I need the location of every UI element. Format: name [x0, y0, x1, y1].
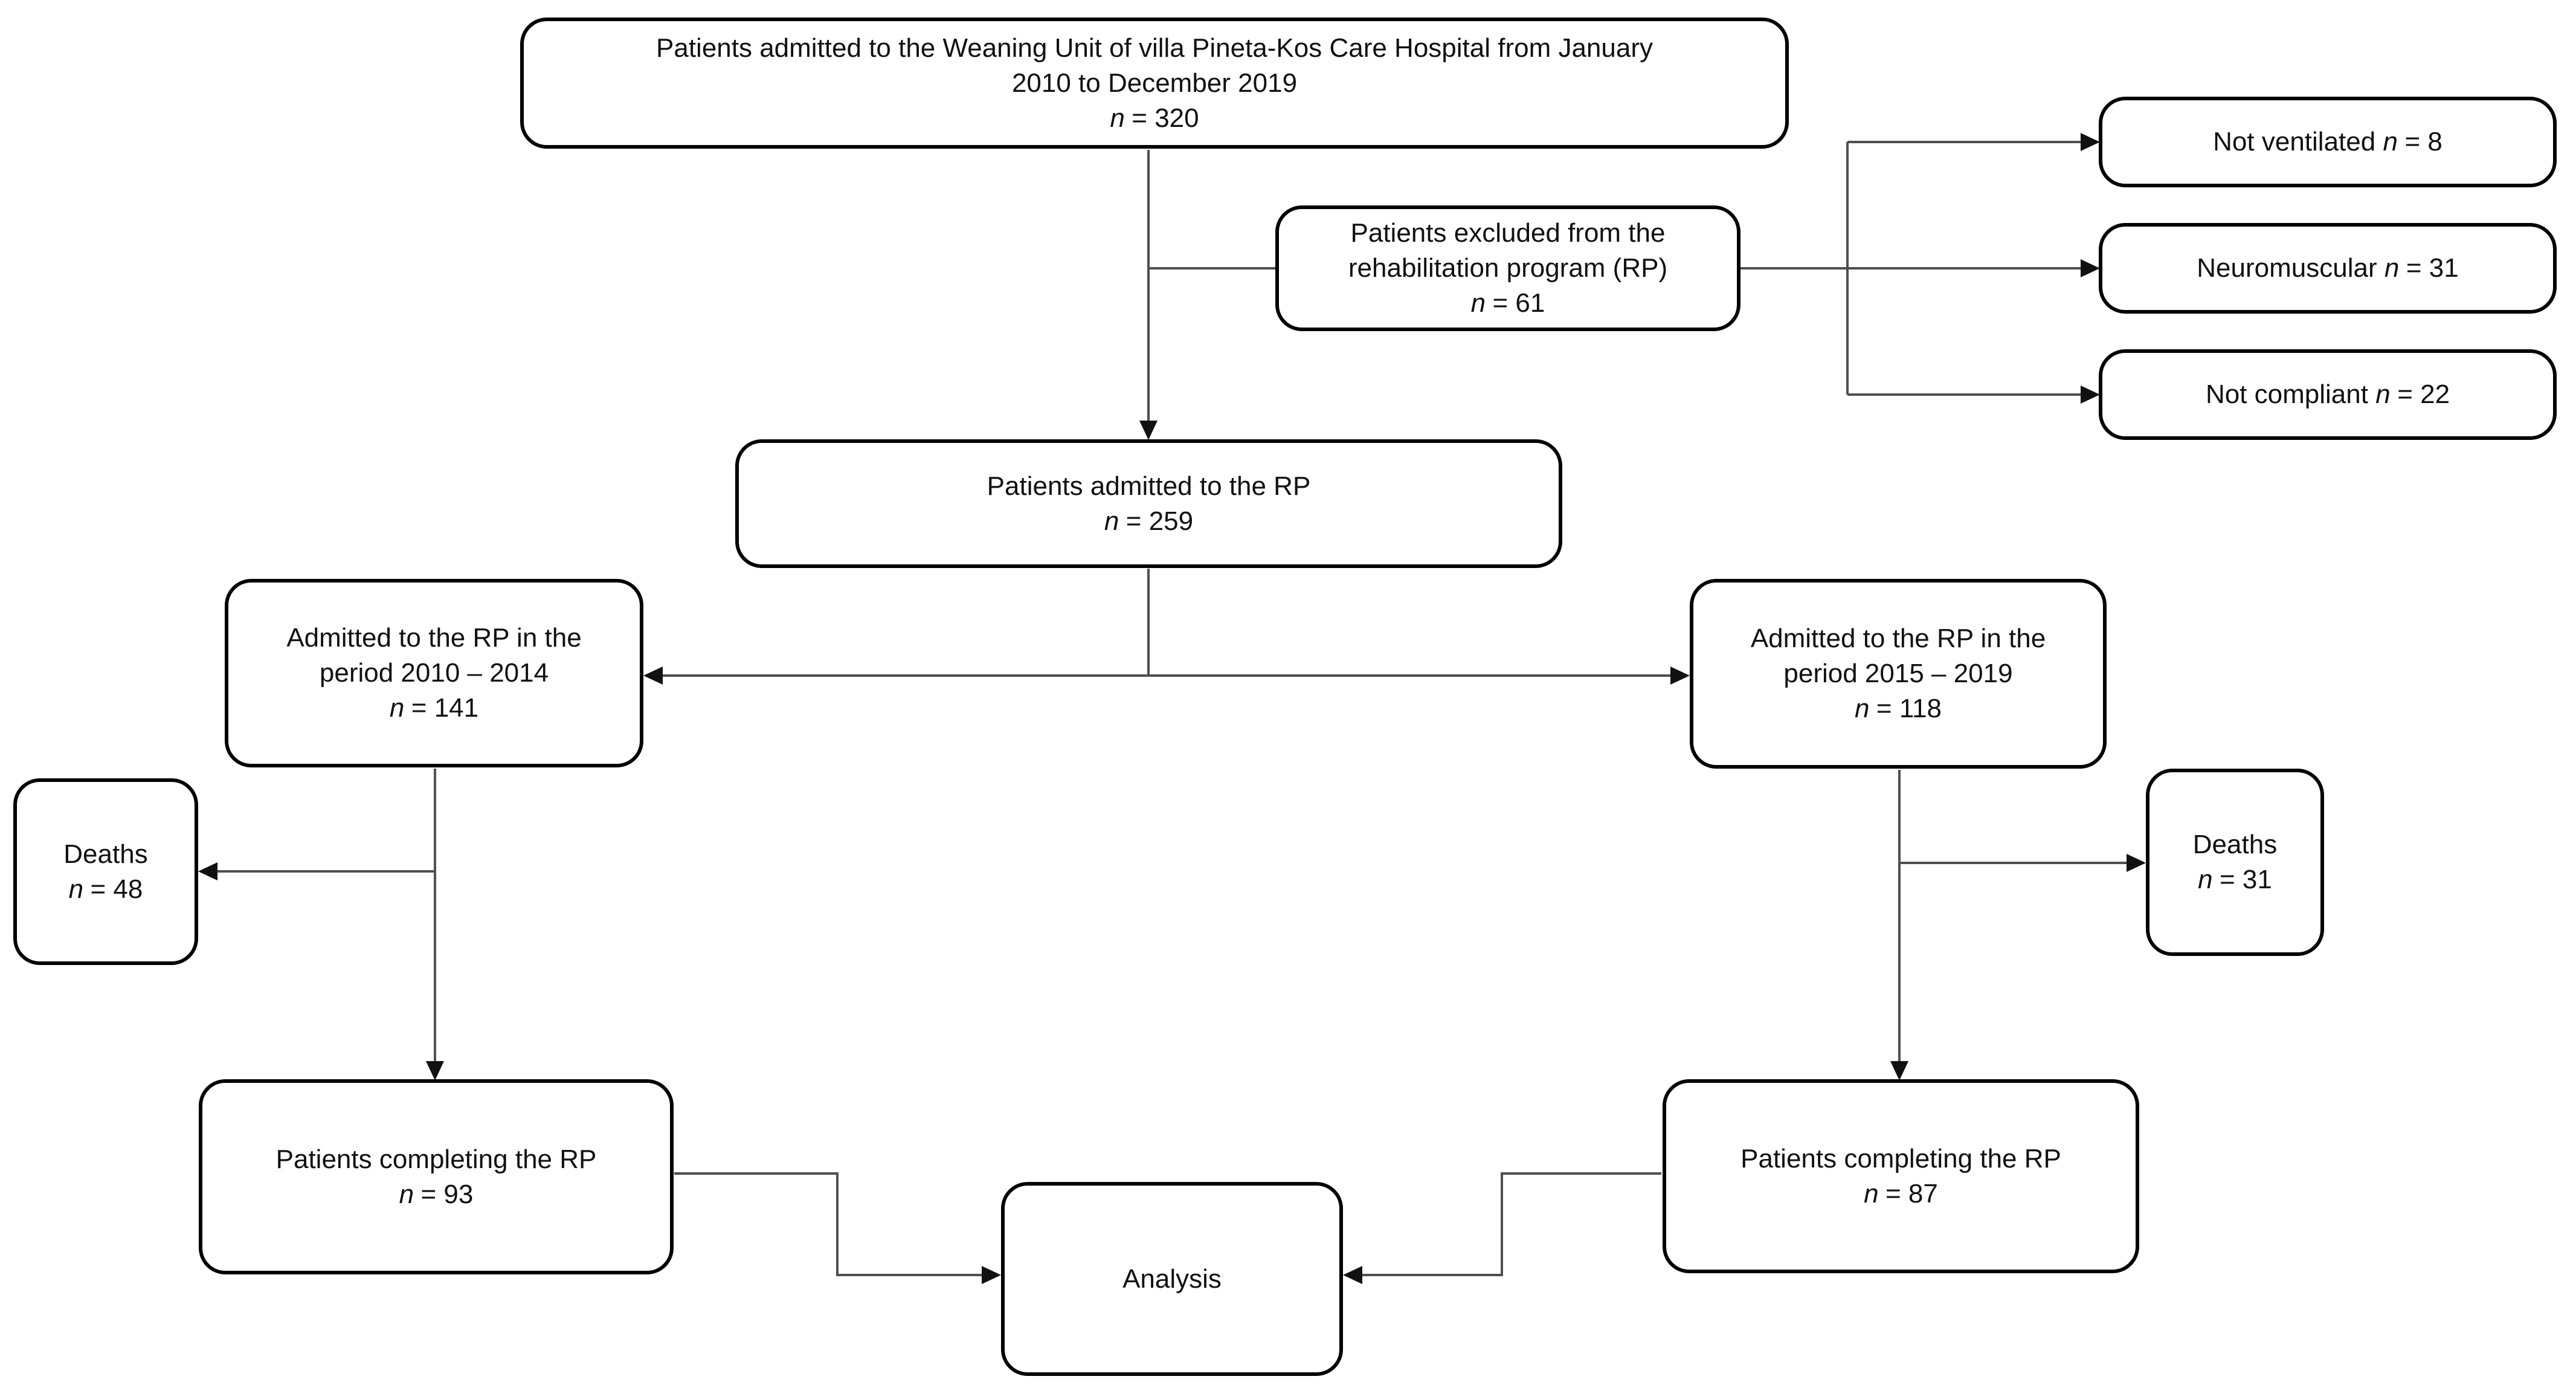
box-deaths-2010-2014: Deaths n= 48	[13, 778, 198, 965]
box-completing-2010-2014: Patients completing the RP n= 93	[199, 1079, 674, 1274]
box-period-2015-2019-text-1: Admitted to the RP in the	[1750, 624, 2046, 653]
box-excluded: Patients excluded from the rehabilitatio…	[1275, 205, 1740, 331]
box-admitted-weaning-unit: Patients admitted to the Weaning Unit of…	[520, 18, 1789, 149]
box-deaths-2010-2014-text: Deaths	[63, 839, 148, 869]
box-deaths-2015-2019: Deaths n= 31	[2146, 769, 2324, 956]
arrowhead-not-ventilated	[2081, 133, 2100, 151]
box-period-2015-2019-count: n= 118	[1855, 694, 1942, 723]
arrowhead-deaths-2015-2019	[2127, 854, 2146, 872]
box-deaths-2015-2019-count: n= 31	[2198, 865, 2272, 894]
arrowhead-deaths-2010-2014	[198, 862, 217, 880]
box-deaths-2010-2014-count: n= 48	[68, 874, 143, 904]
box-admitted-weaning-unit-text-1: Patients admitted to the Weaning Unit of…	[656, 33, 1653, 63]
arrowhead-completing-2010-2014	[426, 1061, 444, 1080]
arrowhead-period-2010-2014	[643, 667, 663, 685]
box-admitted-rp-text: Patients admitted to the RP	[987, 471, 1311, 501]
box-period-2015-2019: Admitted to the RP in the period 2015 – …	[1690, 579, 2107, 769]
arrowhead-neuromuscular	[2081, 259, 2100, 277]
box-analysis: Analysis	[1001, 1182, 1343, 1376]
arrowhead-analysis-left	[982, 1266, 1001, 1284]
box-admitted-weaning-unit-count: n= 320	[1110, 103, 1199, 133]
box-period-2010-2014-count: n= 141	[389, 693, 479, 723]
box-period-2010-2014: Admitted to the RP in the period 2010 – …	[225, 579, 643, 767]
box-deaths-2015-2019-text: Deaths	[2192, 830, 2278, 859]
connector-completing2-to-analysis	[1360, 1172, 1661, 1276]
box-excluded-count: n= 61	[1470, 288, 1545, 318]
arrowhead-not-compliant	[2081, 386, 2100, 404]
arrowhead-completing-2015-2019	[1890, 1061, 1908, 1080]
box-completing-2010-2014-text: Patients completing the RP	[275, 1144, 597, 1174]
box-completing-2015-2019-text: Patients completing the RP	[1740, 1143, 2061, 1174]
box-completing-2015-2019-count: n= 87	[1864, 1178, 1938, 1209]
box-completing-2010-2014-count: n= 93	[399, 1179, 474, 1209]
arrowhead-analysis-right	[1343, 1266, 1362, 1284]
box-period-2015-2019-text-2: period 2015 – 2019	[1783, 659, 2013, 688]
box-analysis-text: Analysis	[1122, 1264, 1222, 1294]
box-admitted-rp: Patients admitted to the RP n= 259	[735, 439, 1562, 568]
box-excluded-text-1: Patients excluded from the	[1350, 218, 1666, 248]
box-completing-2015-2019: Patients completing the RP n= 87	[1663, 1079, 2139, 1273]
box-period-2010-2014-text-1: Admitted to the RP in the	[286, 623, 582, 653]
arrowhead-period-2015-2019	[1670, 667, 1690, 685]
arrowhead-admitted-rp	[1139, 421, 1158, 440]
box-period-2010-2014-text-2: period 2010 – 2014	[319, 658, 549, 688]
box-admitted-rp-count: n= 259	[1104, 506, 1194, 536]
box-excluded-text-2: rehabilitation program (RP)	[1348, 253, 1668, 283]
connector-completing1-to-analysis	[674, 1172, 984, 1276]
box-admitted-weaning-unit-text-2: 2010 to December 2019	[1011, 68, 1298, 98]
